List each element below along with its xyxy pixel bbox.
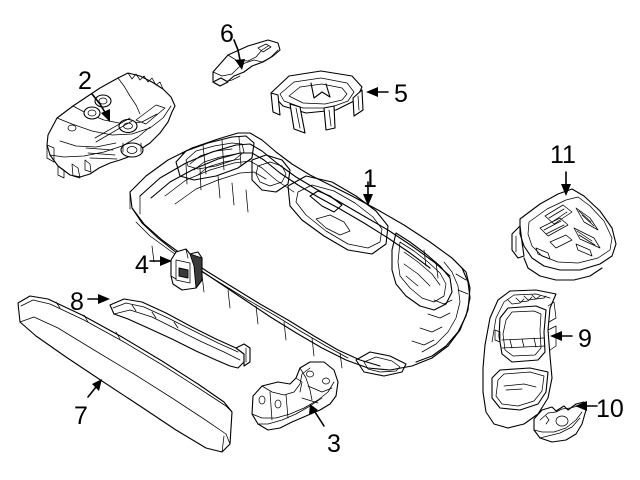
part-6-console-trim-retainer-strip <box>212 39 281 87</box>
part-5-cup-holder-insert <box>270 70 364 134</box>
callout-number-2[interactable]: 2 <box>78 67 92 95</box>
callout-number-7[interactable]: 7 <box>74 402 88 430</box>
leader-lines <box>87 39 598 427</box>
part-2-console-mounting-bracket <box>46 72 176 179</box>
callout-number-11[interactable]: 11 <box>550 141 576 169</box>
callout-number-5[interactable]: 5 <box>394 80 408 108</box>
callout-number-9[interactable]: 9 <box>578 325 592 353</box>
callout-number-10[interactable]: 10 <box>596 395 624 423</box>
callout-number-3[interactable]: 3 <box>327 430 341 458</box>
part-11-rear-console-vent-control-panel <box>511 188 617 281</box>
callout-number-4[interactable]: 4 <box>135 251 149 279</box>
part-10-console-end-trim-strip <box>533 401 587 443</box>
part-8-console-side-trim-panel-upper <box>109 298 251 369</box>
callout-number-6[interactable]: 6 <box>220 20 234 48</box>
part-9-rear-console-end-panel <box>482 289 557 429</box>
part-7-console-side-trim-panel-lower <box>17 295 233 453</box>
part-4-retainer-clip <box>170 248 203 291</box>
callout-number-8[interactable]: 8 <box>70 288 84 316</box>
part-1-center-console-body <box>129 132 471 377</box>
part-3-rear-console-support-bracket <box>251 361 339 431</box>
callout-number-1[interactable]: 1 <box>363 165 377 193</box>
